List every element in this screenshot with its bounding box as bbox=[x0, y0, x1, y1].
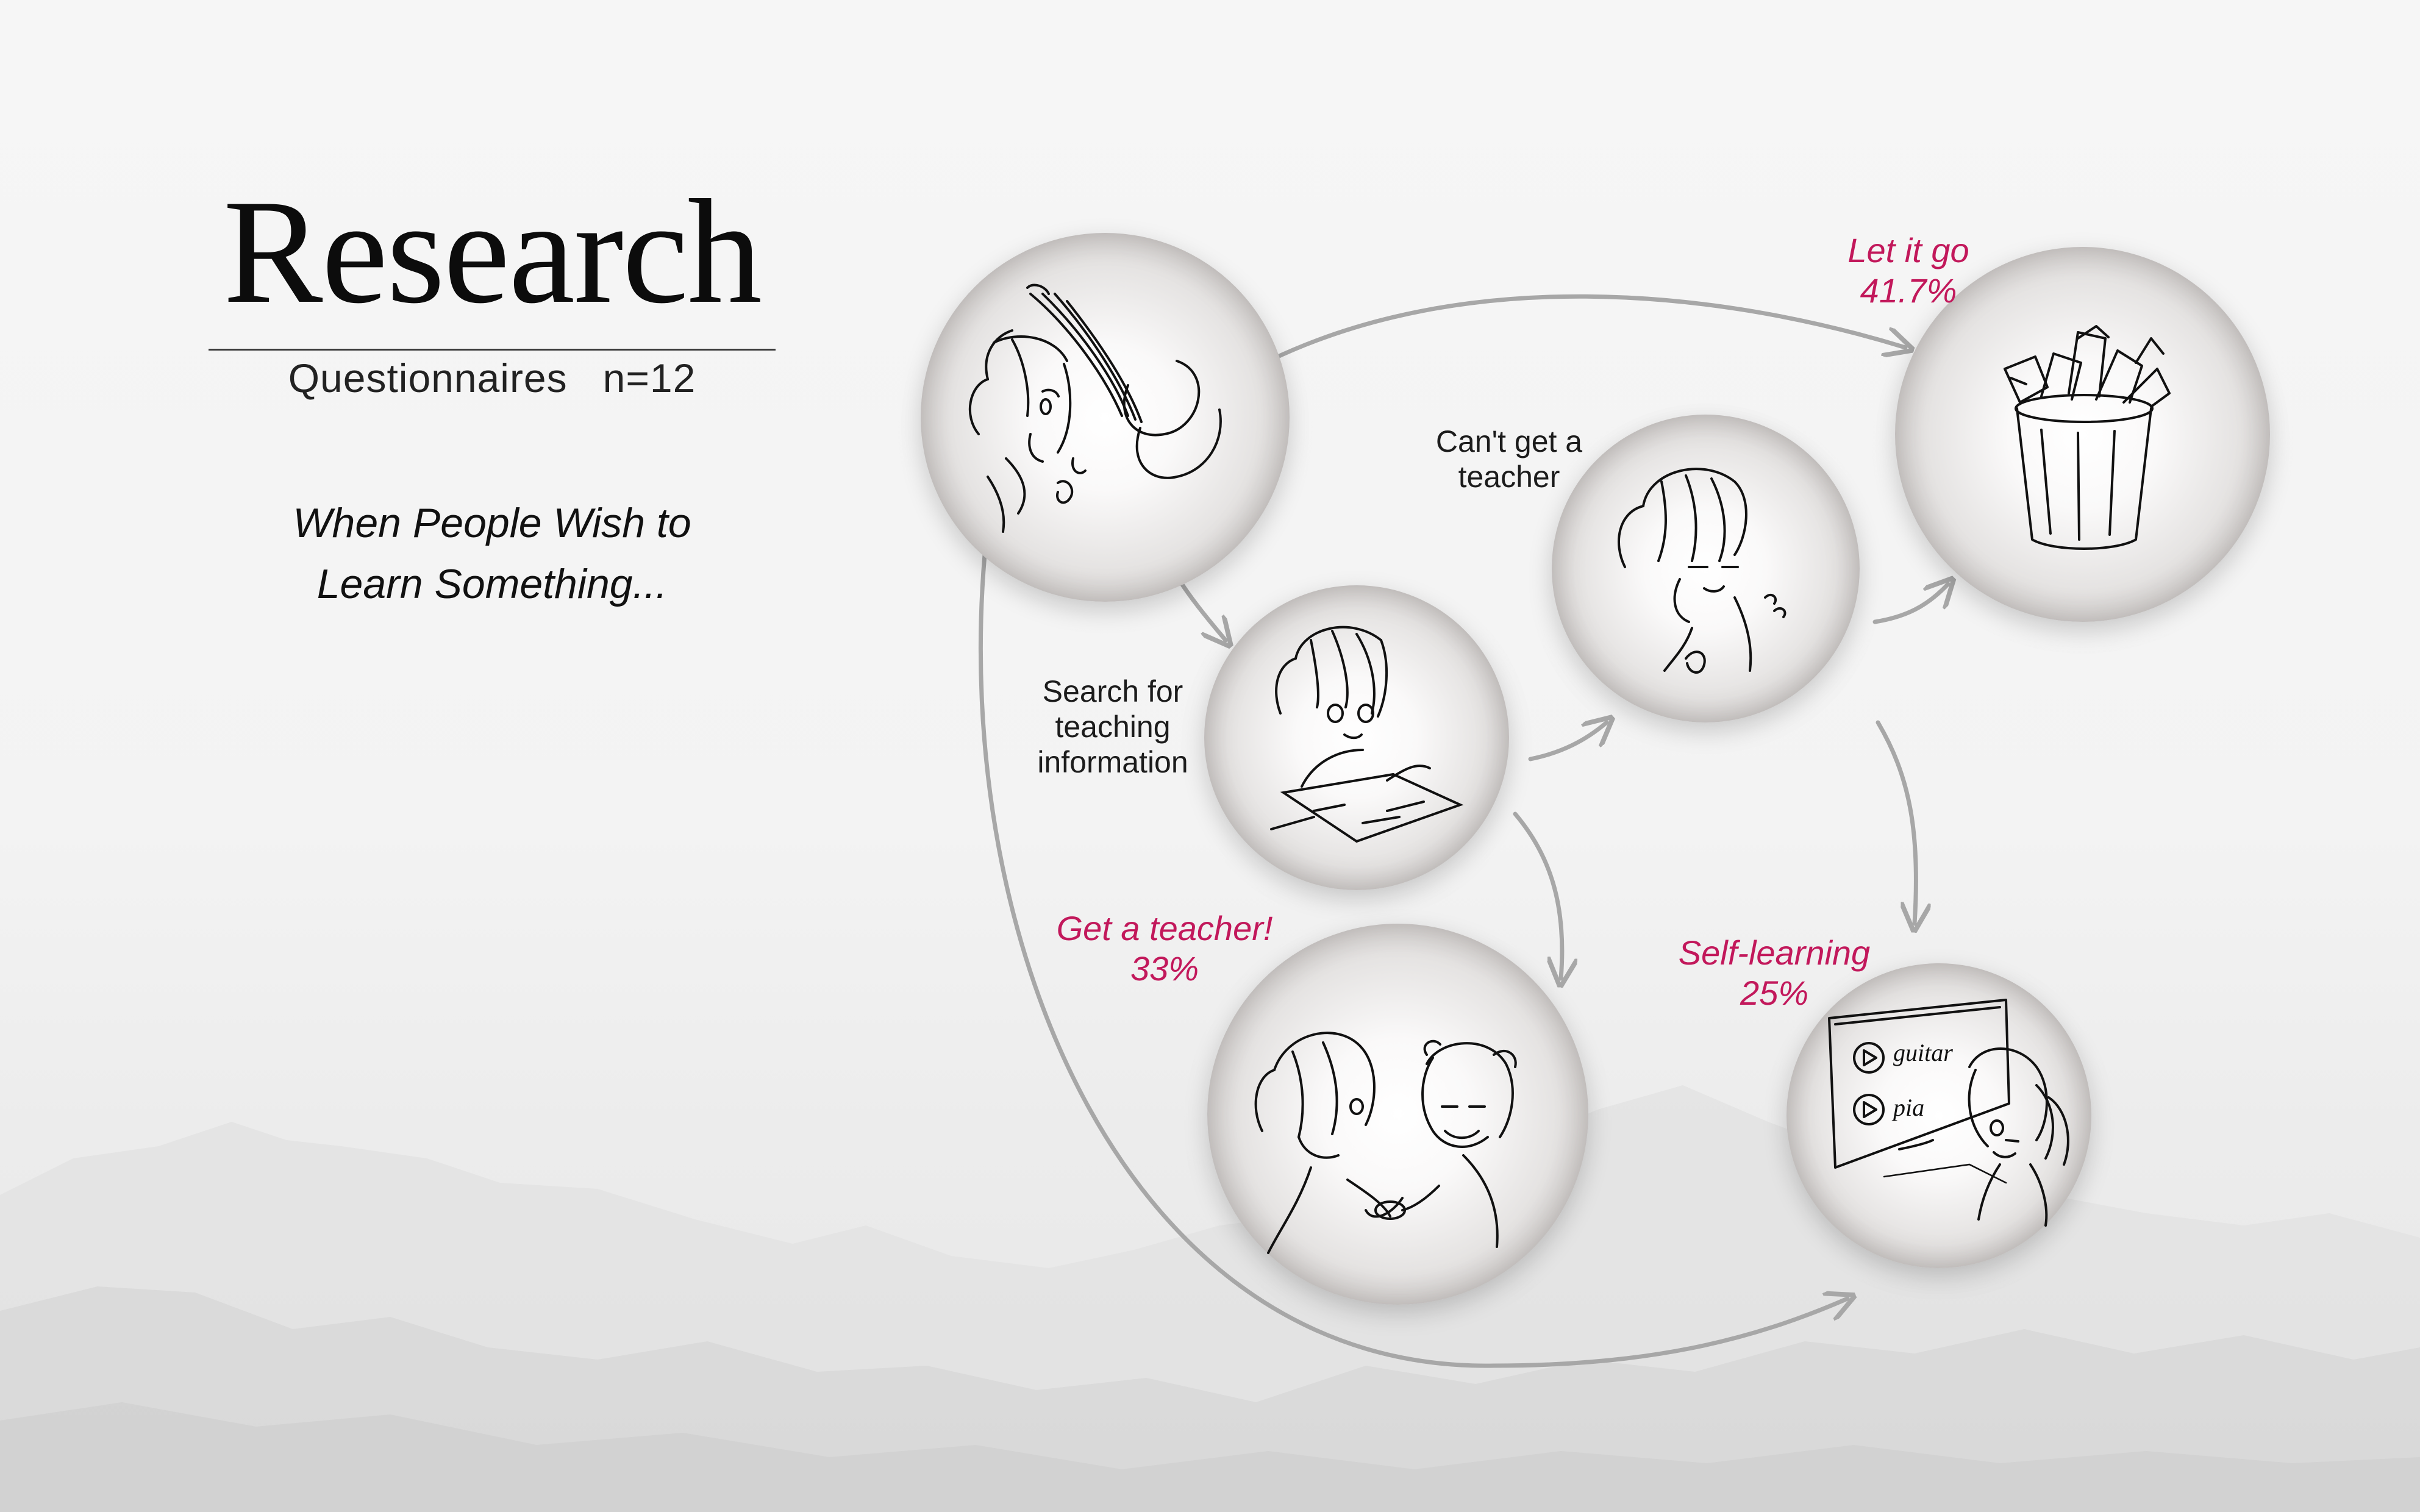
page-title: Research bbox=[223, 169, 762, 334]
screen-word-1: guitar bbox=[1893, 1039, 1953, 1066]
girl-with-teacher-sketch bbox=[1254, 1032, 1517, 1254]
girl-watching-video-sketch: guitar pia bbox=[1828, 999, 2069, 1227]
screen-word-2: pia bbox=[1891, 1094, 1924, 1121]
stat-let-it-go-value: 41.7% bbox=[1860, 271, 1957, 310]
stat-get-teacher: Get a teacher! 33% bbox=[1015, 908, 1314, 989]
frustrated-girl-sketch bbox=[1618, 468, 1786, 674]
stat-get-teacher-label: Get a teacher! bbox=[1056, 909, 1273, 947]
trash-bin-sketch bbox=[2004, 325, 2171, 550]
label-cant-get-line-2: teacher bbox=[1458, 460, 1560, 494]
stat-get-teacher-value: 33% bbox=[1130, 949, 1199, 988]
node-wish-to-learn bbox=[921, 233, 1290, 602]
girl-reading-sketch bbox=[1270, 626, 1464, 843]
page-subtitle: Questionnaires n=12 bbox=[288, 355, 696, 401]
node-self-learning: guitar pia bbox=[1786, 963, 2091, 1268]
node-cant-get-teacher bbox=[1552, 415, 1860, 722]
tagline-line-2: Learn Something... bbox=[316, 561, 668, 607]
title-divider bbox=[209, 349, 776, 351]
label-cant-get-line-1: Can't get a bbox=[1435, 424, 1583, 458]
node-get-teacher bbox=[1207, 924, 1588, 1305]
stat-let-it-go-label: Let it go bbox=[1847, 231, 1969, 269]
tagline-line-1: When People Wish to bbox=[293, 500, 691, 546]
stat-self-learning: Self-learning 25% bbox=[1646, 933, 1902, 1013]
tagline: When People Wish to Learn Something... bbox=[209, 493, 776, 615]
node-let-it-go bbox=[1895, 247, 2270, 622]
stat-self-learning-label: Self-learning bbox=[1678, 933, 1871, 972]
label-search-line-2: teaching bbox=[1055, 710, 1171, 744]
stat-self-learning-value: 25% bbox=[1740, 974, 1809, 1012]
label-search: Search for teaching information bbox=[997, 674, 1229, 780]
label-search-line-3: information bbox=[1037, 745, 1188, 779]
label-search-line-1: Search for bbox=[1042, 674, 1183, 708]
girl-with-guitar-sketch bbox=[968, 284, 1222, 533]
label-cant-get: Can't get a teacher bbox=[1408, 424, 1610, 494]
stat-let-it-go: Let it go 41.7% bbox=[1799, 230, 2018, 311]
node-search-info bbox=[1204, 585, 1509, 890]
